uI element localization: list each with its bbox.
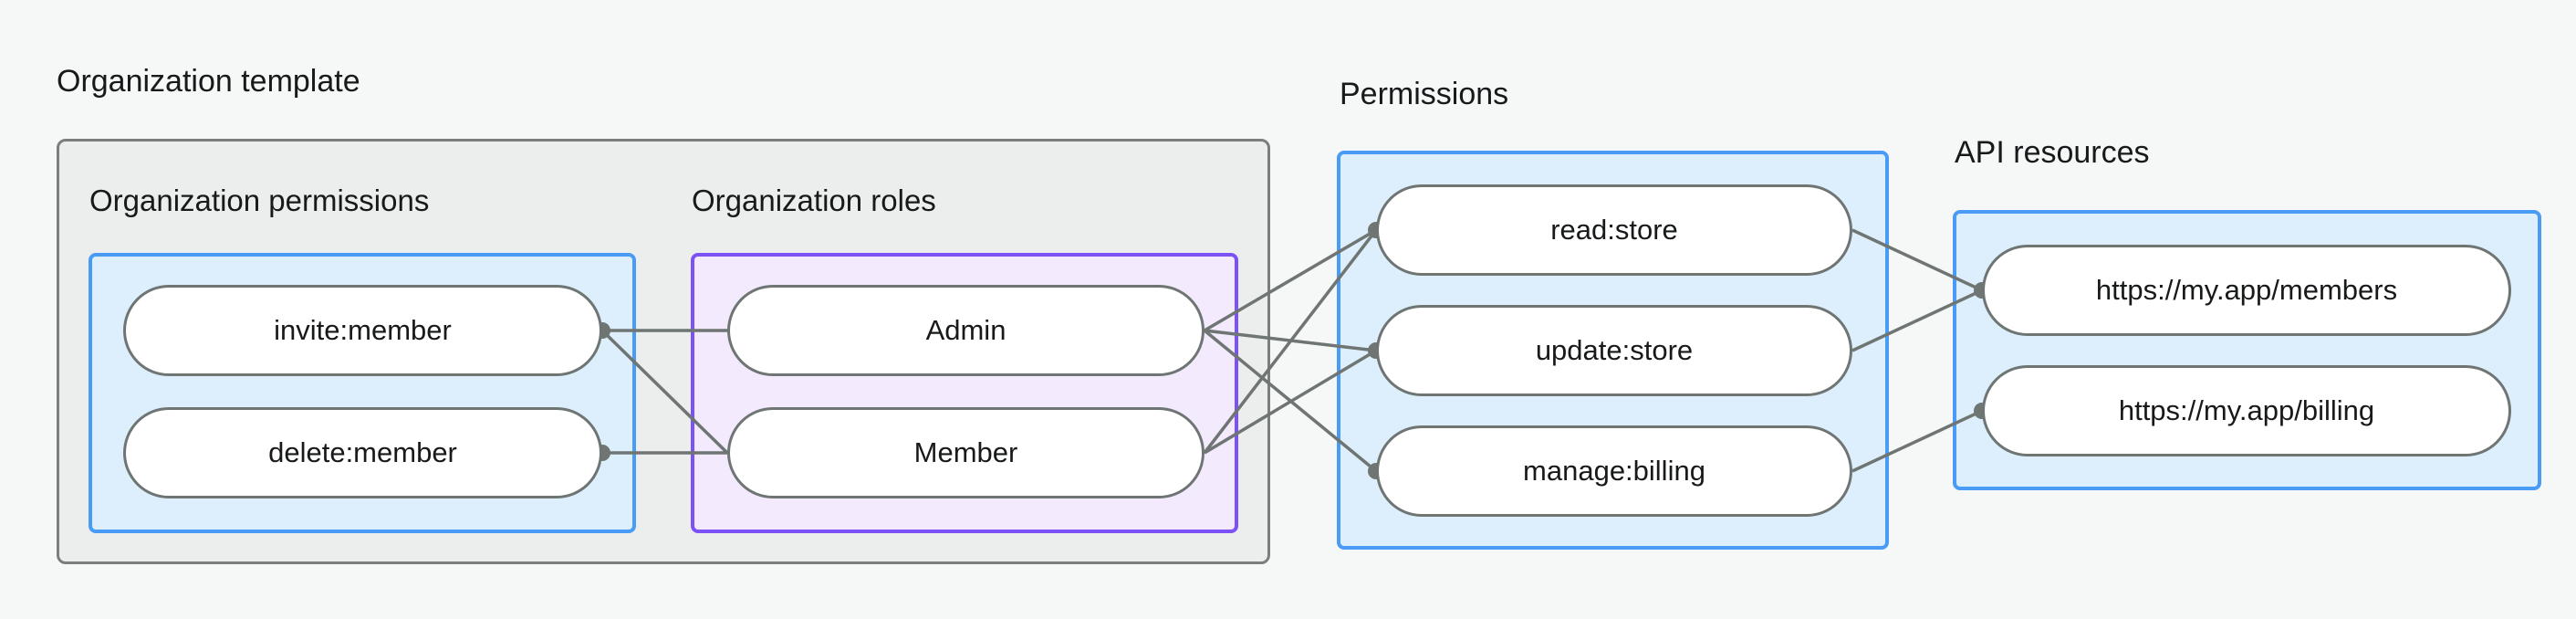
node-member[interactable]: Member xyxy=(727,407,1205,498)
node-billing-url[interactable]: https://my.app/billing xyxy=(1982,365,2511,456)
node-delete-member[interactable]: delete:member xyxy=(123,407,602,498)
label-permissions: Permissions xyxy=(1340,77,1509,111)
label-organization-permissions: Organization permissions xyxy=(89,184,430,217)
node-manage-billing[interactable]: manage:billing xyxy=(1376,425,1852,517)
label-organization-template: Organization template xyxy=(57,64,360,99)
node-invite-member[interactable]: invite:member xyxy=(123,285,602,376)
node-members-url[interactable]: https://my.app/members xyxy=(1982,245,2511,336)
label-api-resources: API resources xyxy=(1955,135,2150,170)
node-read-store[interactable]: read:store xyxy=(1376,184,1852,276)
node-update-store[interactable]: update:store xyxy=(1376,305,1852,396)
label-organization-roles: Organization roles xyxy=(692,184,936,217)
node-admin[interactable]: Admin xyxy=(727,285,1205,376)
